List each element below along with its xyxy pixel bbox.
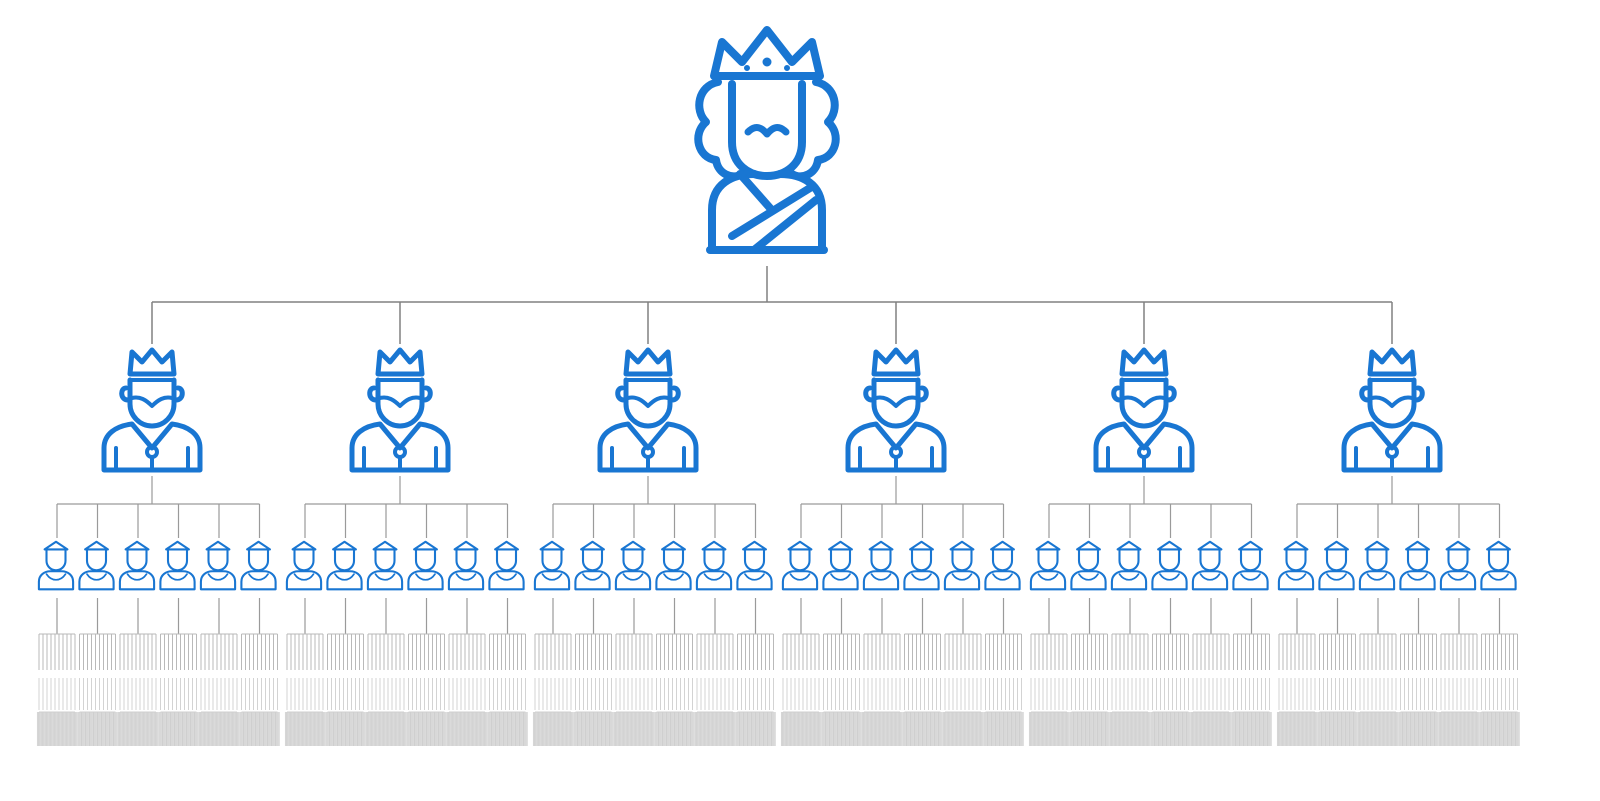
king-icon xyxy=(698,30,835,250)
noble-icon xyxy=(118,540,156,591)
noble-icon xyxy=(943,540,981,591)
noble-icon xyxy=(159,540,196,591)
noble-icon xyxy=(1399,540,1436,591)
prince-icon xyxy=(600,350,696,470)
noble-icon xyxy=(984,540,1021,591)
noble-icon xyxy=(862,540,900,591)
noble-icon xyxy=(407,540,444,591)
noble-icon xyxy=(199,540,237,591)
noble-icon xyxy=(488,540,525,591)
noble-icon xyxy=(1029,540,1067,591)
noble-icon xyxy=(447,540,485,591)
noble-icon xyxy=(736,540,773,591)
noble-icon xyxy=(1358,540,1396,591)
noble-icon xyxy=(1277,540,1315,591)
noble-icon xyxy=(326,540,363,591)
noble-icon xyxy=(37,540,75,591)
noble-icon xyxy=(822,540,859,591)
noble-icon xyxy=(574,540,611,591)
noble-icon xyxy=(533,540,571,591)
noble-icon xyxy=(695,540,733,591)
noble-icon xyxy=(1110,540,1148,591)
noble-icon xyxy=(614,540,652,591)
prince-icon xyxy=(352,350,448,470)
prince-icon xyxy=(848,350,944,470)
prince-icon xyxy=(1344,350,1440,470)
noble-icon xyxy=(240,540,277,591)
noble-icon xyxy=(781,540,819,591)
noble-icon xyxy=(285,540,323,591)
noble-icon xyxy=(1191,540,1229,591)
noble-icon xyxy=(1439,540,1477,591)
noble-icon xyxy=(903,540,940,591)
prince-icon xyxy=(1096,350,1192,470)
noble-icon xyxy=(1232,540,1269,591)
noble-icon xyxy=(1480,540,1517,591)
noble-icon xyxy=(366,540,404,591)
noble-icon xyxy=(1318,540,1355,591)
noble-icon xyxy=(1070,540,1107,591)
noble-icon xyxy=(78,540,115,591)
prince-icon xyxy=(104,350,200,470)
noble-icon xyxy=(1151,540,1188,591)
noble-icon xyxy=(655,540,692,591)
